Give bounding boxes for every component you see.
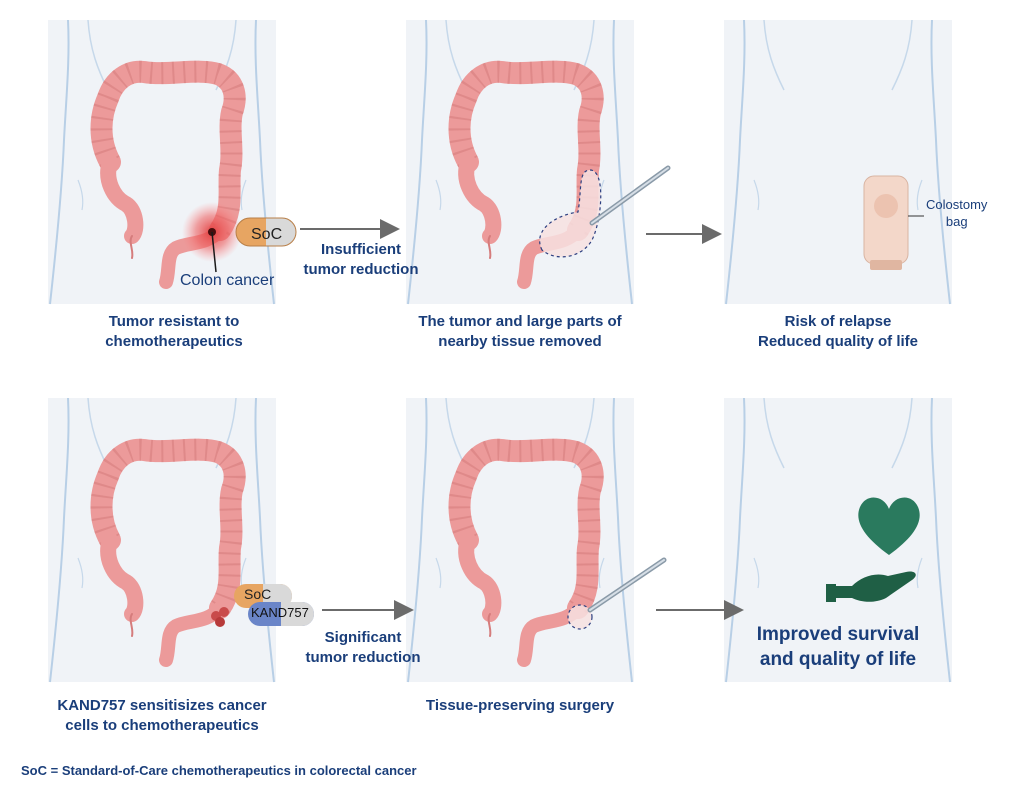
soc-pill-label: SoC [251, 226, 283, 243]
colon-cancer-label: Colon cancer [180, 272, 275, 289]
soc-pill-label: SoC [244, 586, 272, 602]
panel-4-caption: KAND757 sensitisizes cancer cells to che… [57, 697, 267, 734]
colostomy-bag-label: Colostomy bag [926, 197, 988, 229]
tumor-cluster [211, 607, 229, 627]
panel-4 [47, 397, 314, 683]
panel-3-caption: Risk of relapse Reduced quality of life [757, 313, 919, 350]
arrow-1-label: Insufficient tumor reduction [303, 241, 419, 278]
colostomy-bag-icon [863, 175, 909, 270]
removed-tissue-outline [539, 169, 602, 258]
kand757-pill [248, 602, 314, 626]
panel-1 [47, 19, 297, 305]
scalpel-icon [589, 165, 671, 226]
panel-6-outcome: Improved survival and quality of life [756, 624, 920, 670]
panel-6 [723, 397, 953, 683]
hand-icon [826, 571, 916, 602]
panel-5-caption: Tissue-preserving surgery [425, 697, 615, 714]
small-removal-outline [567, 604, 593, 630]
heart-icon [858, 497, 920, 555]
footnote: SoC = Standard-of-Care chemotherapeutics… [21, 763, 417, 778]
scalpel-icon [587, 557, 667, 613]
panel-2-caption: The tumor and large parts of nearby tiss… [418, 313, 622, 350]
panel-3 [723, 19, 953, 305]
panel-2 [405, 19, 671, 305]
kand757-pill-label: KAND757 [251, 605, 309, 620]
soc-pill [235, 217, 297, 247]
arrow-3-label: Significant tumor reduction [305, 629, 421, 666]
panel-5 [405, 397, 667, 683]
panel-1-caption: Tumor resistant to chemotherapeutics [105, 313, 243, 350]
